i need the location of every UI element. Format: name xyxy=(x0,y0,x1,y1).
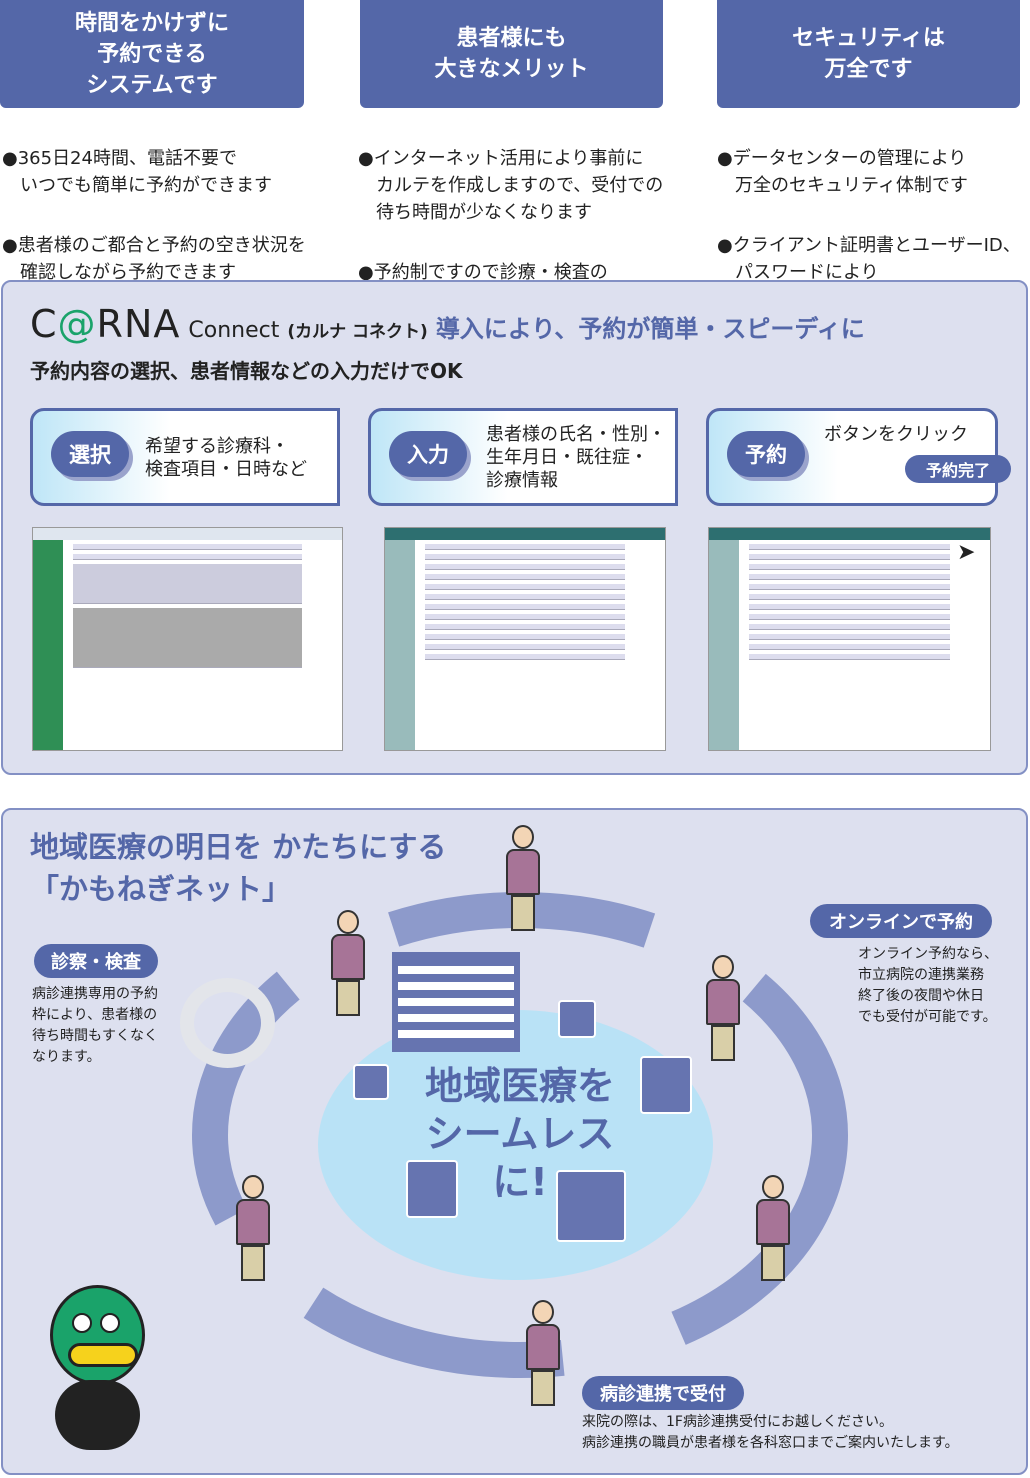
kamonegi-mascot xyxy=(30,1285,165,1450)
feature-bullets-quick: ●365日24時間、電話不要で いつでも簡単に予約ができます ●患者様のご都合と… xyxy=(2,118,352,319)
title-line: 「かもねぎネット」 xyxy=(30,872,292,906)
ct-scanner-illustration xyxy=(180,978,275,1068)
carna-subtitle: 予約内容の選択、患者情報などの入力だけでOK xyxy=(30,359,463,383)
bullet: ●患者様のご都合と予約の空き状況を 確認しながら予約できます xyxy=(2,235,306,283)
clinic-icon xyxy=(556,1170,626,1242)
center-text: 地域医療を シームレスに! xyxy=(400,1062,640,1206)
kana-text: (カルナ コネクト) xyxy=(287,322,428,342)
title-line: 地域医療の明日を かたちにする xyxy=(30,830,447,864)
network-title: 地域医療の明日を かたちにする 「かもねぎネット」 xyxy=(30,826,446,910)
step-label: 予約 xyxy=(727,431,805,477)
clinic-icon xyxy=(640,1056,692,1114)
step-text: 希望する診療科・ 検査項目・日時など xyxy=(145,436,307,480)
step-label: 選択 xyxy=(51,431,129,477)
desc-online: オンライン予約なら、 市立病院の連携業務 終了後の夜間や休日 でも受付が可能です… xyxy=(858,946,998,1025)
carna-logo: C@RNA xyxy=(30,302,181,346)
step-reserve: 予約 ボタンをクリック 予約完了 xyxy=(706,408,1011,506)
step-label: 入力 xyxy=(389,431,467,477)
patient-illustration xyxy=(330,910,366,1020)
screenshot-reserve: ➤ xyxy=(708,527,991,751)
bullet: ●365日24時間、電話不要で いつでも簡単に予約ができます xyxy=(2,148,272,196)
patient-illustration xyxy=(520,1300,566,1410)
feature-header-quick: 時間をかけずに 予約できる システムです xyxy=(0,0,304,108)
step-text: ボタンをクリック xyxy=(824,424,968,445)
patient-illustration xyxy=(505,825,541,935)
center-circle xyxy=(318,1010,713,1280)
desc-exam: 病診連携専用の予約 枠により、患者様の 待ち時間もすくなく なります。 xyxy=(32,986,158,1065)
cursor-icon: ➤ xyxy=(957,540,976,565)
connect-text: Connect xyxy=(188,318,280,343)
label-reception: 病診連携で受付 xyxy=(582,1376,744,1410)
feature-header-security: セキュリティは 万全です xyxy=(717,0,1020,108)
hospital-building-icon xyxy=(392,952,520,1052)
center-line: シームレスに! xyxy=(425,1112,615,1204)
center-line: 地域医療を xyxy=(424,1064,615,1108)
clinic-icon xyxy=(406,1160,458,1218)
reserve-complete-badge: 予約完了 xyxy=(905,455,1011,483)
patient-illustration xyxy=(755,1175,791,1285)
bullet: ●データセンターの管理により 万全のセキュリティ体制です xyxy=(717,148,968,196)
clinic-icon xyxy=(353,1064,389,1100)
step-select: 選択 希望する診療科・ 検査項目・日時など xyxy=(30,408,340,506)
carna-headline: C@RNA Connect (カルナ コネクト) 導入により、予約が簡単・スピー… xyxy=(30,302,865,346)
feature-header-merit: 患者様にも 大きなメリット xyxy=(360,0,663,108)
label-exam: 診察・検査 xyxy=(34,944,158,978)
desc-reception: 来院の際は、1F病診連携受付にお越しください。 病診連携の職員が患者様を各科窓口… xyxy=(582,1414,959,1451)
screenshot-select xyxy=(32,527,343,751)
label-online: オンラインで予約 xyxy=(810,904,992,938)
screenshot-input xyxy=(384,527,666,751)
step-text: 患者様の氏名・性別・ 生年月日・既往症・ 診療情報 xyxy=(486,424,666,491)
patient-illustration xyxy=(705,955,741,1065)
bullet: ●インターネット活用により事前に カルテを作成しますので、受付での 待ち時間が少… xyxy=(358,148,664,223)
clinic-icon xyxy=(558,1000,596,1038)
patient-illustration xyxy=(235,1175,271,1285)
step-input: 入力 患者様の氏名・性別・ 生年月日・既往症・ 診療情報 xyxy=(368,408,678,506)
headline-text: 導入により、予約が簡単・スピーディに xyxy=(435,315,865,343)
